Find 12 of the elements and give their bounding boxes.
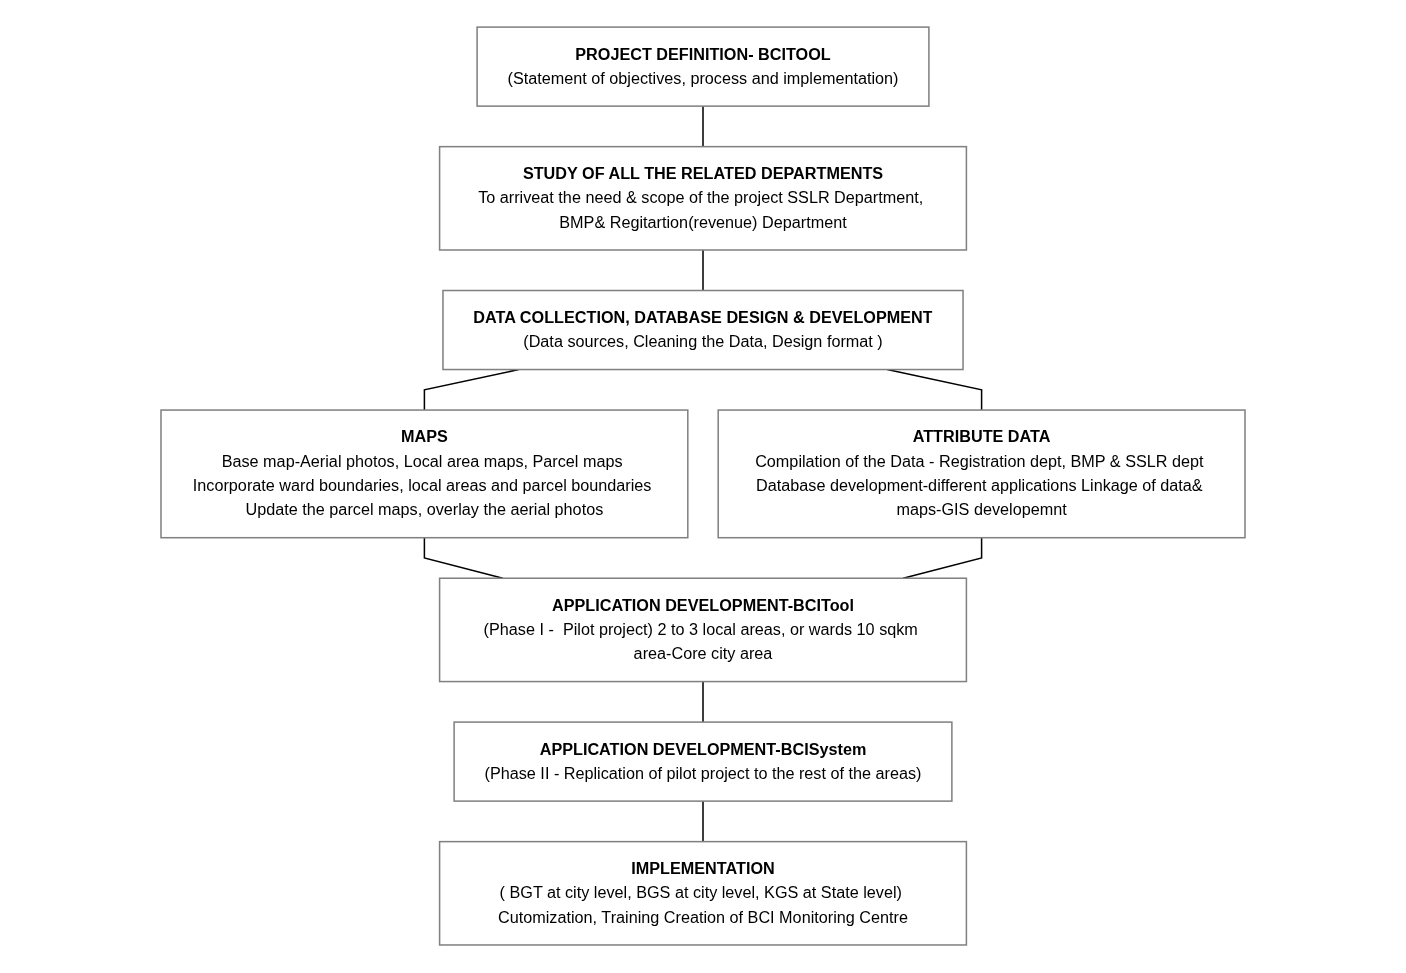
node-box: DATA COLLECTION, DATABASE DESIGN & DEVELOPMENT (Data sources, Cleaning the Data, Design format ) (442, 290, 964, 371)
node-box: PROJECT DEFINITION- BCITOOL (Statement of objectives, process and implementation) (476, 26, 930, 108)
node-box: STUDY OF ALL THE RELATED DEPARTMENTS To arriveat the need & scope of the project SSLR Department, BMP& Regitartion(revenue) Department (438, 146, 968, 252)
node-box: APPLICATION DEVELOPMENT-BCISystem (Phase II - Replication of pilot project to the rest of the areas) (453, 721, 953, 803)
node-box: IMPLEMENTATION ( BGT at city level, BGS at city level, KGS at State level) Cutomization, Training Creation of BCI Monitoring Centre (438, 841, 968, 947)
connector (702, 800, 704, 843)
node-box: MAPS Base map-Aerial photos, Local area maps, Parcel maps Incorporate ward boundaries, local areas and parcel boundaries Update the parcel maps, overlay the aerial photos (160, 409, 689, 539)
node-box: APPLICATION DEVELOPMENT-BCITool (Phase I - Pilot project) 2 to 3 local areas, or wards 10 sqkm area-Core city area (438, 577, 968, 683)
connector (702, 249, 704, 292)
node-box: ATTRIBUTE DATA Compilation of the Data - Registration dept, BMP & SSLR dept Database development-different applications Linkage of data& maps-GIS developemnt (717, 409, 1246, 539)
connector (702, 681, 704, 724)
connector (702, 105, 704, 148)
